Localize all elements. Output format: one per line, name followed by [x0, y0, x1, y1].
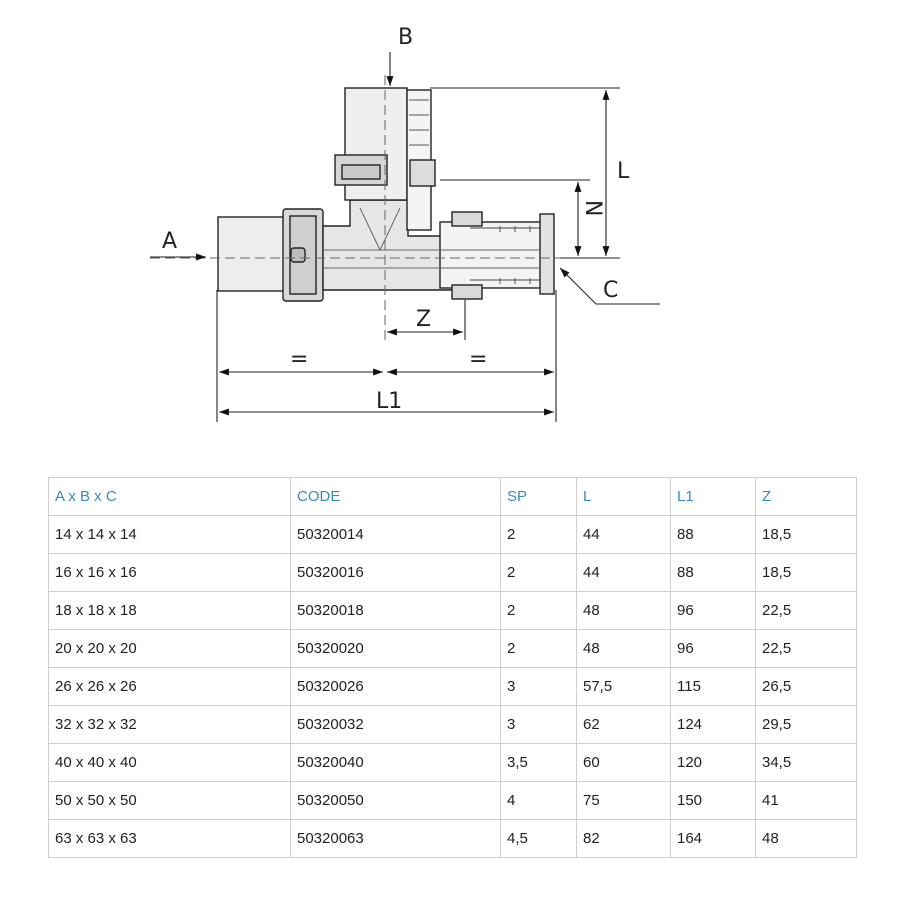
cell-z: 26,5: [755, 667, 857, 706]
cell-dimensions: 40 x 40 x 40: [48, 743, 291, 782]
cell-sp: 3: [500, 667, 577, 706]
cell-dimensions: 32 x 32 x 32: [48, 705, 291, 744]
cell-dimensions: 63 x 63 x 63: [48, 819, 291, 858]
cell-code: 50320026: [290, 667, 501, 706]
fitting-body: [217, 87, 555, 302]
cell-l1: 88: [670, 515, 756, 554]
cell-code: 50320050: [290, 781, 501, 820]
cell-code: 50320020: [290, 629, 501, 668]
label-l1: L1: [376, 389, 402, 414]
header-z: Z: [755, 477, 857, 516]
cell-z: 48: [755, 819, 857, 858]
cell-dimensions: 26 x 26 x 26: [48, 667, 291, 706]
cell-l: 75: [576, 781, 671, 820]
label-z: Z: [416, 307, 431, 332]
label-eq-right: =: [469, 347, 487, 372]
cell-z: 29,5: [755, 705, 857, 744]
cell-sp: 3: [500, 705, 577, 744]
label-b: B: [398, 25, 413, 50]
cell-dimensions: 20 x 20 x 20: [48, 629, 291, 668]
cell-dimensions: 18 x 18 x 18: [48, 591, 291, 630]
cell-l1: 120: [670, 743, 756, 782]
cell-sp: 2: [500, 515, 577, 554]
cell-z: 34,5: [755, 743, 857, 782]
cell-l: 48: [576, 591, 671, 630]
cell-z: 22,5: [755, 591, 857, 630]
cell-z: 22,5: [755, 629, 857, 668]
header-l1: L1: [670, 477, 756, 516]
cell-dimensions: 50 x 50 x 50: [48, 781, 291, 820]
cell-sp: 3,5: [500, 743, 577, 782]
cell-l1: 96: [670, 591, 756, 630]
cell-l: 44: [576, 553, 671, 592]
cell-z: 18,5: [755, 515, 857, 554]
cell-l: 57,5: [576, 667, 671, 706]
cell-l1: 115: [670, 667, 756, 706]
cell-sp: 4: [500, 781, 577, 820]
cell-l: 60: [576, 743, 671, 782]
cell-l: 44: [576, 515, 671, 554]
label-eq-left: =: [290, 347, 308, 372]
header-sp: SP: [500, 477, 577, 516]
header-dimensions: A x B x C: [48, 477, 291, 516]
dimension-labels: A B C L N Z = = L1: [162, 25, 630, 414]
cell-code: 50320032: [290, 705, 501, 744]
cell-l: 48: [576, 629, 671, 668]
label-l: L: [617, 159, 630, 184]
cell-l1: 164: [670, 819, 756, 858]
cell-dimensions: 14 x 14 x 14: [48, 515, 291, 554]
cell-l: 62: [576, 705, 671, 744]
tee-fitting-drawing: A B C L N Z = = L1: [150, 25, 660, 422]
cell-sp: 4,5: [500, 819, 577, 858]
dimension-lines: [150, 52, 660, 422]
cell-code: 50320016: [290, 553, 501, 592]
cell-z: 41: [755, 781, 857, 820]
center-lines: [150, 75, 570, 345]
cell-dimensions: 16 x 16 x 16: [48, 553, 291, 592]
cell-code: 50320040: [290, 743, 501, 782]
table-header-row: A x B x C CODE SP L L1 Z: [48, 477, 857, 516]
cell-sp: 2: [500, 591, 577, 630]
cell-l1: 124: [670, 705, 756, 744]
cell-z: 18,5: [755, 553, 857, 592]
cell-l1: 96: [670, 629, 756, 668]
label-c: C: [603, 278, 618, 303]
header-code: CODE: [290, 477, 501, 516]
cell-code: 50320018: [290, 591, 501, 630]
cell-l: 82: [576, 819, 671, 858]
cell-sp: 2: [500, 629, 577, 668]
cell-l1: 150: [670, 781, 756, 820]
cell-code: 50320063: [290, 819, 501, 858]
cell-sp: 2: [500, 553, 577, 592]
label-n: N: [580, 200, 605, 216]
header-l: L: [576, 477, 671, 516]
cell-code: 50320014: [290, 515, 501, 554]
cell-l1: 88: [670, 553, 756, 592]
label-a: A: [162, 229, 177, 254]
